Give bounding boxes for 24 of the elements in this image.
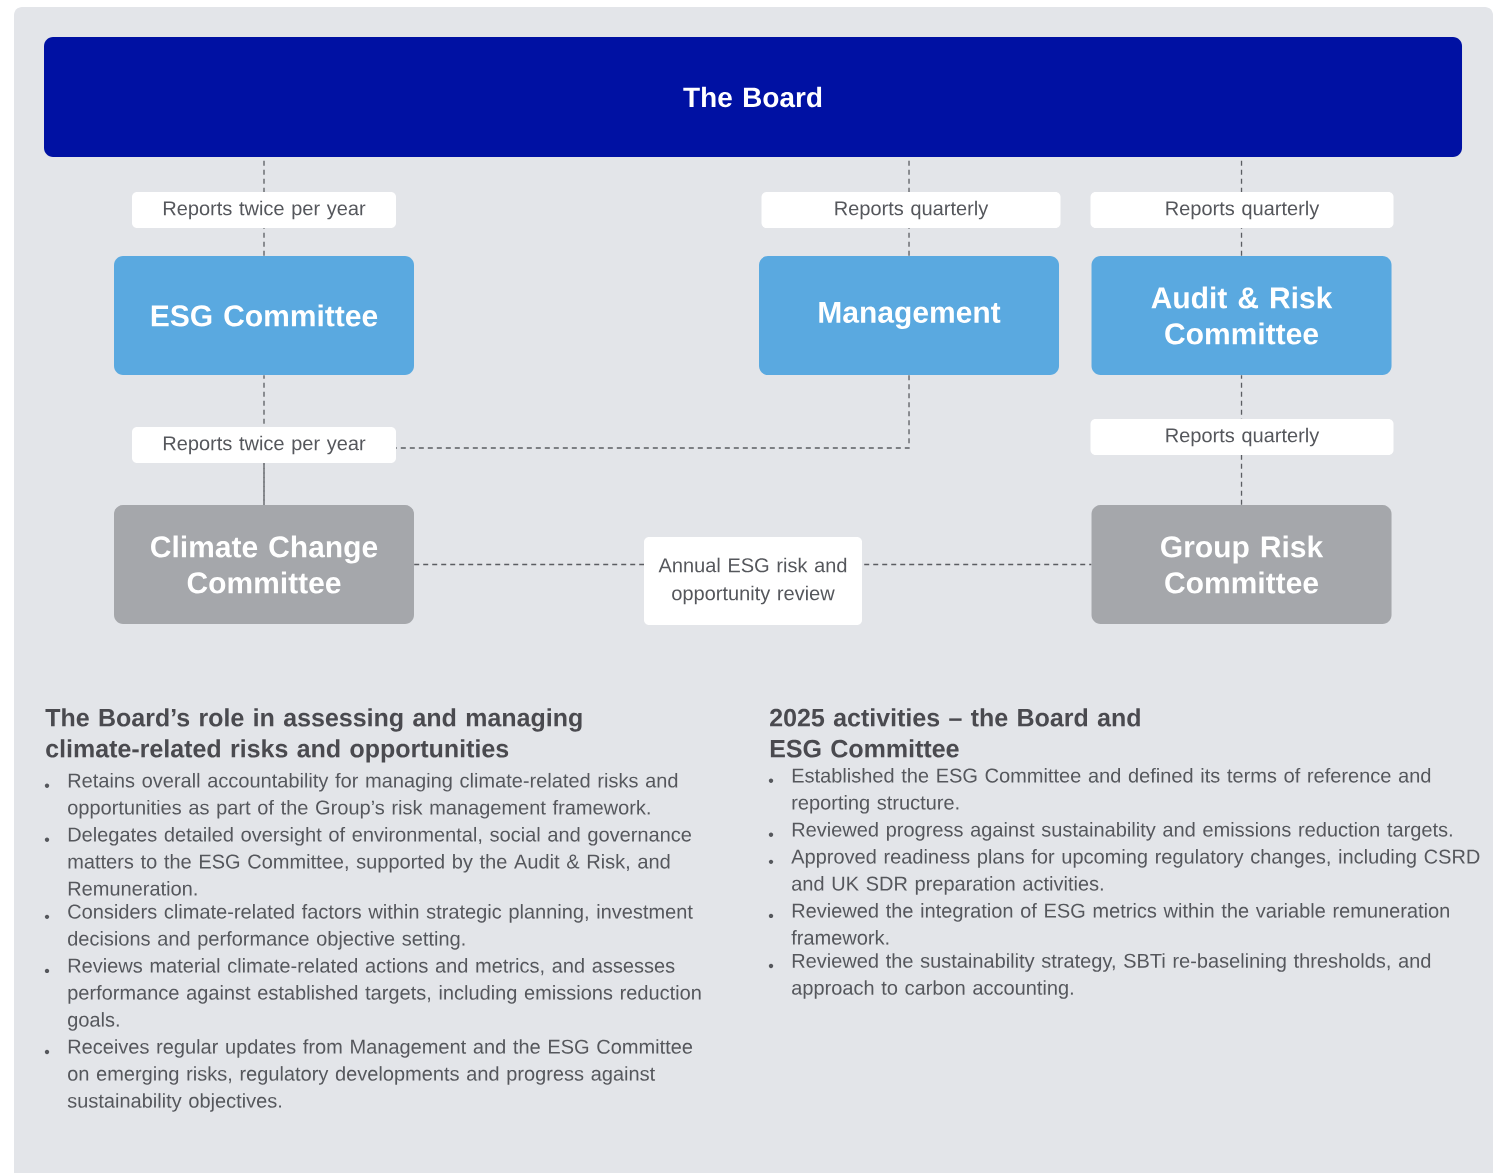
committee-box: Climate Change Committee [114,505,414,624]
committee-box: Group Risk Committee [1091,505,1392,624]
bullet-text: Reviewed the sustainability strategy, SBTi re-baselining thresholds, and approach to carbon accounting. [792,953,1431,999]
edge-label: Annual ESG risk and opportunity review [644,537,862,625]
bullet-text: Delegates detailed oversight of environmental, social and governance matters to the ESG Committee, supported by the Audit & Risk, and Remuneration. [68,826,691,896]
management-box: Management [759,256,1059,375]
committee-box: Audit & Risk Committee [1091,256,1392,375]
bullet-text: Reviews material climate-related actions and metrics, and assesses performance against established targets, including emissions reduction goals. [68,958,701,1031]
edge-label: Reports quarterly [1090,419,1394,455]
edge-label: Reports twice per year [132,427,396,463]
section-heading: The Board’s role in assessing and managing climate-related risks and opportunities [45,708,582,763]
bullet-text: Approved readiness plans for upcoming regulatory changes, including CSRD and UK SDR preparation activities. [791,849,1480,895]
bullet-text: Reviewed progress against sustainability and emissions reduction targets. [792,822,1452,841]
committee-box: ESG Committee [114,256,414,375]
bullet-text: Established the ESG Committee and defined its terms of reference and reporting structure. [792,767,1431,814]
board-box: The Board [44,37,1462,157]
section-heading: 2025 activities – the Board and ESG Committee [770,708,1140,758]
bullet-text: Receives regular updates from Management and the ESG Committee on emerging risks, regulatory developments and progress against sustainability objectives. [67,1039,693,1112]
edge-label: Reports quarterly [1090,192,1394,228]
bullet-text: Considers climate-related factors within strategic planning, investment decisions and performance objective setting. [68,904,693,950]
bullet-text: Reviewed the integration of ESG metrics within the variable remuneration framework. [791,903,1449,945]
edge-label: Reports quarterly [761,192,1061,228]
bullet-text: Retains overall accountability for managing climate-related risks and opportunities as part of the Group’s risk management framework. [68,772,678,819]
edge-label: Reports twice per year [132,192,396,228]
